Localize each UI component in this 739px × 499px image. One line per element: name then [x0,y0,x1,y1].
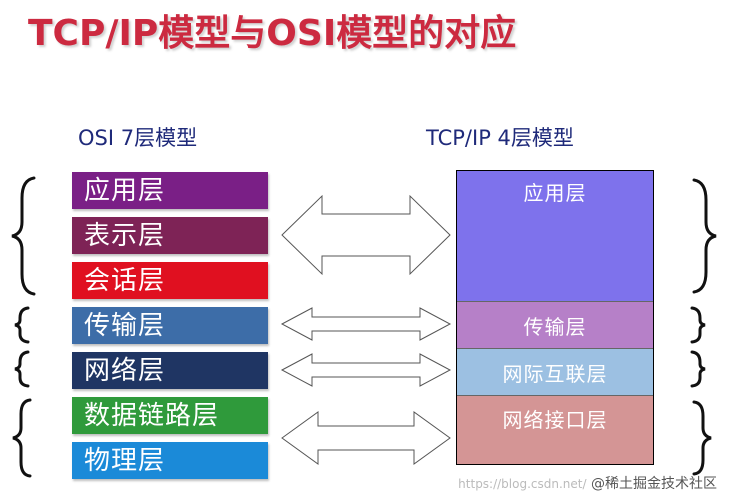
brace-left-lower [12,398,32,478]
tcpip-layer-application: 应用层 [457,171,653,301]
tcpip-layer-label: 网络接口层 [502,408,608,432]
brace-left-network [14,350,30,388]
tcpip-layer-label: 网际互联层 [502,362,608,386]
osi-layer-network: 网络层 [72,352,268,389]
tcpip-heading: TCP/IP 4层模型 [426,126,574,150]
brace-right-transport [690,306,706,344]
tcpip-layer-label: 应用层 [523,181,587,205]
brace-right-upper [692,178,717,294]
double-arrow-application [281,194,451,276]
page-title: TCP/IP模型与OSI模型的对应 [28,13,517,54]
osi-layer-presentation: 表示层 [72,217,268,254]
watermark-url: https://blog.csdn.net/ [458,477,587,491]
tcpip-layer-network-interface: 网络接口层 [457,395,653,464]
osi-layer-session: 会话层 [72,262,268,299]
double-arrow-network [280,353,452,387]
brace-right-network [690,350,706,388]
osi-layer-application: 应用层 [72,172,268,209]
tcpip-layer-label: 传输层 [523,315,587,339]
osi-layer-label: 数据链路层 [84,400,220,431]
osi-layer-label: 网络层 [84,355,166,386]
osi-layer-label: 表示层 [84,220,166,251]
osi-layer-label: 物理层 [84,445,166,476]
double-arrow-transport [280,307,452,341]
osi-layer-label: 会话层 [84,265,166,296]
brace-right-lower [692,400,712,476]
osi-heading: OSI 7层模型 [78,126,198,150]
brace-left-upper [11,176,36,296]
watermark-text: @稀土掘金技术社区 [591,476,717,492]
osi-layer-label: 传输层 [84,310,166,341]
double-arrow-link [281,411,451,465]
tcpip-layer-transport: 传输层 [457,301,653,348]
watermark: https://blog.csdn.net/ @稀土掘金技术社区 [458,473,717,493]
osi-layer-label: 应用层 [84,175,166,206]
tcpip-stack: 应用层 传输层 网际互联层 网络接口层 [456,170,654,465]
osi-layer-transport: 传输层 [72,307,268,344]
osi-layer-datalink: 数据链路层 [72,397,268,434]
tcpip-layer-internet: 网际互联层 [457,348,653,395]
brace-left-transport [14,306,30,344]
osi-layer-physical: 物理层 [72,442,268,479]
